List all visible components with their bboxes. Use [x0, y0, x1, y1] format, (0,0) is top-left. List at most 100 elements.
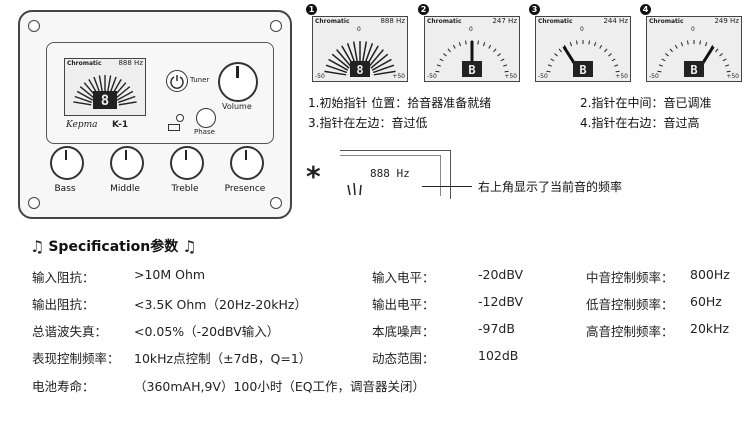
spec-value: 10kHz点控制（±7dB，Q=1）: [134, 351, 312, 366]
tuner-state-3: 3 Chromatic 244 Hz -50 0 +50 B: [527, 4, 632, 84]
tuner-note: B: [579, 63, 586, 77]
meter-fragment-icon: [347, 182, 362, 196]
lcd-meter: 8: [73, 75, 137, 109]
spec-value: -20dBV: [478, 267, 524, 282]
brand-logo: Kepma: [66, 120, 98, 130]
knob-label: Bass: [54, 184, 76, 194]
tuner-mode: Chromatic: [315, 18, 350, 25]
scale-right: +50: [615, 73, 628, 80]
note-lcd-crop: 888 Hz: [340, 150, 451, 199]
tuner-frame: [46, 42, 274, 144]
panel-lcd: Chromatic 888 Hz 8: [64, 58, 146, 116]
preamp-panel: Chromatic 888 Hz 8 Tuner Volume Kepma K-…: [18, 10, 292, 219]
music-note-icon: ♫: [30, 236, 45, 256]
star-mark: *: [306, 160, 321, 193]
spec-value: -12dBV: [478, 294, 524, 309]
tuner-meter: B: [546, 40, 620, 77]
spec-value: （360mAH,9V）100小时（EQ工作，调音器关闭）: [134, 379, 426, 394]
tuner-note: B: [690, 63, 697, 77]
scale-mid: 0: [691, 26, 695, 33]
spec-label: 高音控制频率：: [586, 324, 674, 339]
knob-middle[interactable]: [110, 146, 144, 180]
caption-3: 3.指针在左边：音过低: [308, 116, 428, 130]
spec-value: <0.05%（-20dBV输入）: [134, 324, 280, 339]
tuner-note: B: [468, 63, 475, 77]
knob-label: Treble: [171, 184, 199, 194]
battery-icon: [168, 124, 180, 131]
spec-value: 102dB: [478, 348, 519, 363]
tuner-mode: Chromatic: [427, 18, 462, 25]
spec-value: 60Hz: [690, 294, 722, 309]
screw-icon: [270, 197, 282, 209]
spec-value: 800Hz: [690, 267, 730, 282]
music-note-icon: ♫: [182, 236, 197, 256]
spec-value: -97dB: [478, 321, 515, 336]
scale-left: -50: [427, 73, 437, 80]
volume-knob[interactable]: [218, 62, 258, 102]
phase-button[interactable]: [196, 108, 216, 128]
screw-icon: [28, 197, 40, 209]
spec-label: 电池寿命：: [32, 379, 95, 394]
status-led: [176, 114, 184, 122]
scale-mid: 0: [580, 26, 584, 33]
lcd-freq: 888 Hz: [118, 59, 143, 67]
volume-label: Volume: [222, 102, 252, 111]
knob-label: Middle: [110, 184, 140, 194]
spec-label: 中音控制频率：: [586, 270, 674, 285]
spec-label: 总谐波失真：: [32, 324, 108, 339]
tuner-freq: 888 Hz: [380, 17, 405, 25]
step-badge: 1: [306, 4, 317, 15]
tuner-freq: 244 Hz: [603, 17, 628, 25]
tuner-meter: B: [657, 40, 731, 77]
spec-label: 表现控制频率：: [32, 351, 120, 366]
knob-presence[interactable]: [230, 146, 264, 180]
spec-label: 低音控制频率：: [586, 297, 674, 312]
tuner-freq: 247 Hz: [492, 17, 517, 25]
scale-right: +50: [392, 73, 405, 80]
tuner-note: 8: [356, 63, 363, 77]
spec-label: 输入阻抗：: [32, 270, 95, 285]
spec-heading: ♫ Specification参数 ♫: [30, 236, 197, 256]
phase-label: Phase: [194, 128, 215, 136]
note-freq: 888 Hz: [370, 167, 410, 180]
power-icon: [170, 75, 184, 89]
tuner-meter: B: [435, 40, 509, 77]
step-badge: 4: [640, 4, 651, 15]
tuner-button[interactable]: [166, 70, 188, 92]
pointer-line: [422, 186, 472, 187]
tuner-mode: Chromatic: [538, 18, 573, 25]
spec-label: 输出阻抗：: [32, 297, 95, 312]
caption-1: 1.初始指针 位置：拾音器准备就绪: [308, 96, 492, 110]
knob-bass[interactable]: [50, 146, 84, 180]
screw-icon: [28, 20, 40, 32]
step-badge: 3: [529, 4, 540, 15]
lcd-note: 8: [101, 93, 109, 109]
tuner-freq: 249 Hz: [714, 17, 739, 25]
model-label: K-1: [112, 120, 129, 130]
knob-label: Presence: [224, 184, 266, 194]
scale-mid: 0: [357, 26, 361, 33]
spec-value: 20kHz: [690, 321, 730, 336]
scale-right: +50: [726, 73, 739, 80]
tuner-state-4: 4 Chromatic 249 Hz -50 0 +50 B: [638, 4, 743, 84]
scale-left: -50: [538, 73, 548, 80]
spec-label: 输入电平：: [372, 270, 435, 285]
spec-value: <3.5K Ohm（20Hz-20kHz）: [134, 297, 307, 312]
scale-mid: 0: [469, 26, 473, 33]
spec-label: 动态范围：: [372, 351, 435, 366]
scale-left: -50: [649, 73, 659, 80]
tuner-state-2: 2 Chromatic 247 Hz -50 0 +50 B: [416, 4, 521, 84]
tuner-meter: 8: [324, 41, 396, 77]
spec-title: Specification参数: [48, 239, 179, 255]
tuner-label: Tuner: [190, 76, 210, 84]
caption-4: 4.指针在右边：音过高: [580, 116, 700, 130]
step-badge: 2: [418, 4, 429, 15]
knob-treble[interactable]: [170, 146, 204, 180]
spec-label: 输出电平：: [372, 297, 435, 312]
caption-2: 2.指针在中间：音已调准: [580, 96, 712, 110]
screw-icon: [270, 20, 282, 32]
scale-left: -50: [315, 73, 325, 80]
lcd-mode: Chromatic: [67, 60, 102, 67]
tuner-state-1: 1 Chromatic 888 Hz -50 0 +50 8: [304, 4, 409, 84]
spec-label: 本底噪声：: [372, 324, 435, 339]
